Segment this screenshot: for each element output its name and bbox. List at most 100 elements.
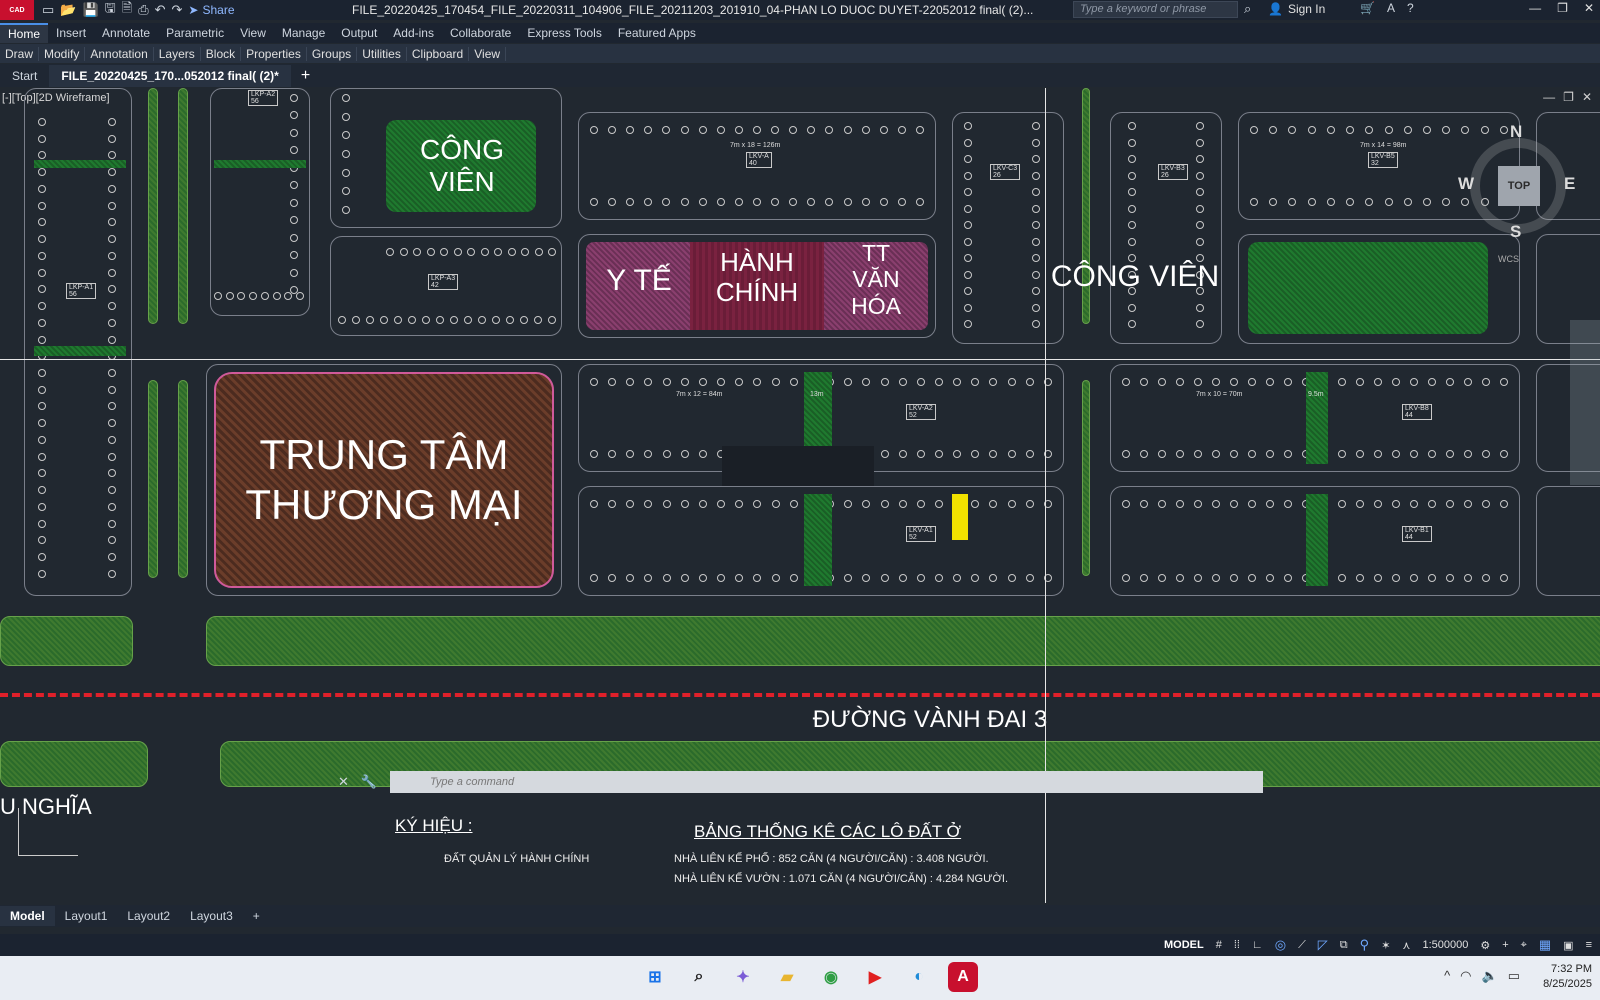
chrome-icon[interactable]: ◉ [816, 962, 846, 992]
panel-utilities[interactable]: Utilities [357, 47, 407, 61]
clock[interactable]: 7:32 PM 8/25/2025 [1543, 962, 1592, 993]
selected-lot-marker[interactable] [952, 494, 968, 540]
autocad-taskbar-icon[interactable]: A [948, 962, 978, 992]
lot-markers-col2 [290, 94, 300, 294]
new-tab-button[interactable]: + [291, 67, 320, 85]
panel-block[interactable]: Block [201, 47, 241, 61]
vp-restore-icon[interactable]: ❐ [1563, 90, 1574, 104]
lot-tag: LKP-A342 [428, 274, 458, 290]
tab-layout1[interactable]: Layout1 [55, 906, 118, 926]
app-logo[interactable]: CAD [0, 0, 34, 20]
tab-model[interactable]: Model [0, 906, 55, 926]
viewcube[interactable]: TOP N S E W WCS [1458, 128, 1578, 238]
search-icon[interactable]: ⌕ [1244, 1, 1251, 17]
tab-layout3[interactable]: Layout3 [180, 906, 243, 926]
wcs-menu[interactable]: WCS [1498, 254, 1519, 264]
file-explorer-icon[interactable]: ▰ [772, 962, 802, 992]
minimize-icon[interactable]: — [1529, 1, 1541, 15]
tab-insert[interactable]: Insert [48, 24, 94, 42]
command-input[interactable]: Type a command [390, 771, 1263, 793]
volume-icon[interactable]: 🔈 [1482, 968, 1498, 984]
close-icon[interactable]: ✕ [1584, 1, 1594, 15]
tab-add-ins[interactable]: Add-ins [385, 24, 442, 42]
auto-scale-icon[interactable]: ✶ [1381, 939, 1390, 952]
tab-manage[interactable]: Manage [274, 24, 333, 42]
model-space-toggle[interactable]: MODEL [1164, 939, 1204, 951]
search-input[interactable]: Type a keyword or phrase [1073, 1, 1238, 18]
vp-close-icon[interactable]: ✕ [1582, 90, 1592, 104]
add-layout-button[interactable]: + [243, 906, 270, 926]
viewcube-top-face[interactable]: TOP [1498, 166, 1540, 206]
compass-s[interactable]: S [1510, 222, 1521, 242]
customize-icon[interactable]: 🔧 [361, 774, 377, 790]
close-command-icon[interactable]: ✕ [338, 774, 349, 790]
sign-in-button[interactable]: 👤 Sign In [1268, 2, 1325, 16]
youtube-icon[interactable]: ▶ [860, 962, 890, 992]
tab-collaborate[interactable]: Collaborate [442, 24, 519, 42]
tab-home[interactable]: Home [0, 23, 48, 43]
navigation-bar[interactable] [1570, 320, 1600, 485]
save-icon[interactable]: 💾 [82, 2, 98, 18]
settings-gear-icon[interactable]: ⚙ [1480, 939, 1490, 952]
vp-minimize-icon[interactable]: — [1543, 90, 1555, 104]
panel-groups[interactable]: Groups [307, 47, 357, 61]
osnap-icon[interactable]: ◸ [1318, 937, 1328, 953]
tray-chevron-icon[interactable]: ^ [1444, 968, 1450, 984]
label-tt-van-hoa: TT VĂN HÓA [824, 240, 928, 319]
polar-icon[interactable]: ◎ [1275, 937, 1286, 953]
panel-clipboard[interactable]: Clipboard [407, 47, 469, 61]
save-as-icon[interactable]: 🖫 [105, 0, 116, 21]
new-icon[interactable]: ▭ [42, 2, 54, 18]
print-icon[interactable]: ⎙ [138, 2, 148, 18]
open-icon[interactable]: 📂 [60, 2, 76, 18]
customization-menu-icon[interactable]: ≡ [1586, 939, 1592, 951]
panel-draw[interactable]: Draw [0, 47, 39, 61]
snap-icon[interactable]: ⁞⁞ [1234, 939, 1240, 951]
compass-n[interactable]: N [1510, 122, 1522, 142]
isodraft-icon[interactable]: ⟋ [1298, 939, 1306, 952]
autodesk-a-icon[interactable]: A [1387, 1, 1395, 15]
tab-annotate[interactable]: Annotate [94, 24, 158, 42]
panel-modify[interactable]: Modify [39, 47, 85, 61]
annotation-visibility-icon[interactable]: ⚲ [1360, 937, 1370, 953]
plus-icon[interactable]: + [1502, 939, 1508, 951]
redo-icon[interactable]: ↷ [172, 2, 183, 18]
windows-start-icon[interactable]: ⊞ [640, 962, 670, 992]
battery-icon[interactable]: ▭ [1508, 968, 1520, 984]
cart-icon[interactable]: 🛒 [1360, 1, 1375, 15]
hardware-accel-icon[interactable]: ▦ [1539, 937, 1551, 953]
share-button[interactable]: ➤ Share [188, 3, 234, 17]
clean-screen-icon[interactable]: ▣ [1563, 939, 1573, 952]
restore-icon[interactable]: ❐ [1557, 1, 1568, 15]
tab-view[interactable]: View [232, 24, 274, 42]
ortho-icon[interactable]: ∟ [1252, 939, 1263, 951]
tab-express-tools[interactable]: Express Tools [519, 24, 609, 42]
plot-icon[interactable]: 🗎 [122, 0, 132, 21]
tab-start[interactable]: Start [0, 65, 49, 87]
wifi-icon[interactable]: ◠ [1460, 968, 1471, 984]
copilot-icon[interactable]: ✦ [728, 962, 758, 992]
taskbar-search-icon[interactable]: ⌕ [684, 962, 714, 992]
help-icon[interactable]: ? [1407, 1, 1414, 15]
annotation-scale-icon[interactable]: ⋏ [1402, 939, 1410, 952]
scale-dropdown[interactable]: 1:500000 [1422, 939, 1468, 951]
panel-layers[interactable]: Layers [154, 47, 201, 61]
panel-view[interactable]: View [469, 47, 506, 61]
panel-annotation[interactable]: Annotation [85, 47, 153, 61]
selection-cycling-icon[interactable]: ⧉ [1340, 939, 1348, 952]
panel-properties[interactable]: Properties [241, 47, 307, 61]
grid-icon[interactable]: # [1216, 939, 1222, 951]
tab-featured-apps[interactable]: Featured Apps [610, 24, 704, 42]
window-controls: — ❐ ✕ [1529, 1, 1594, 15]
compass-e[interactable]: E [1564, 174, 1575, 194]
median-strip-2 [178, 88, 188, 324]
edge-icon[interactable]: ◐ [904, 962, 934, 992]
tab-layout2[interactable]: Layout2 [117, 906, 180, 926]
label-cong-vien-2: CÔNG VIÊN [1040, 260, 1230, 295]
tab-parametric[interactable]: Parametric [158, 24, 232, 42]
tab-output[interactable]: Output [333, 24, 385, 42]
compass-w[interactable]: W [1458, 174, 1474, 194]
undo-icon[interactable]: ↶ [155, 2, 166, 18]
tab-active-drawing[interactable]: FILE_20220425_170...052012 final( (2)* [49, 65, 290, 87]
isolate-icon[interactable]: ⌖ [1521, 939, 1527, 952]
